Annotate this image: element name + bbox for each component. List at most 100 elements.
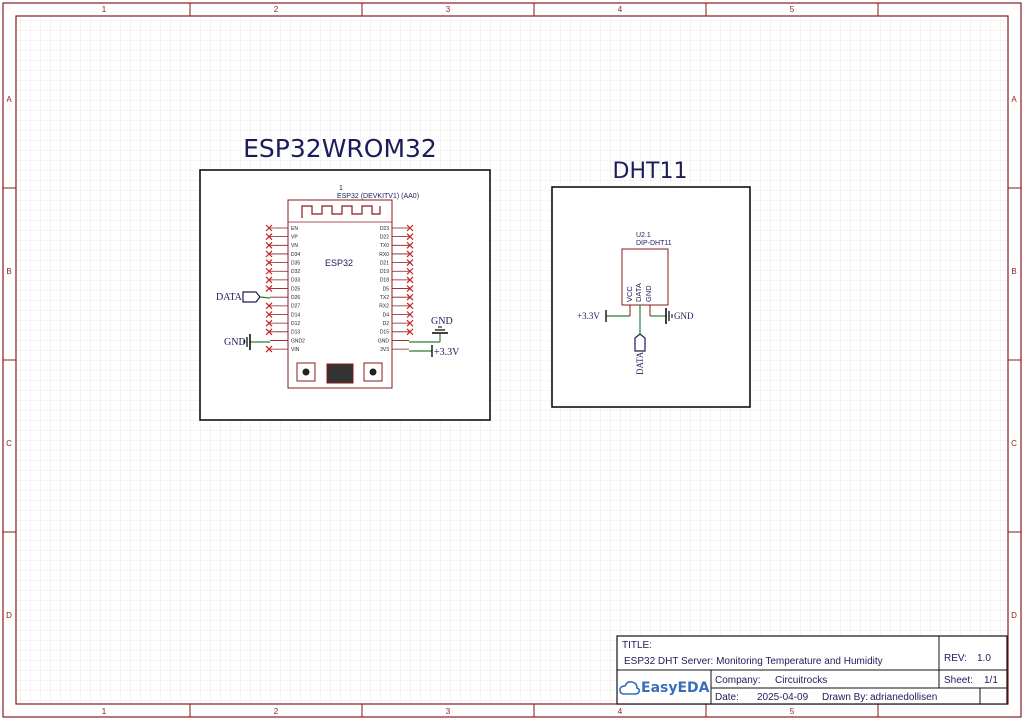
esp32-3v3-label: +3.3V xyxy=(434,347,460,358)
no-connect-mark xyxy=(265,241,273,249)
frame-column-label: 1 xyxy=(102,5,107,14)
drawing-title: ESP32 DHT Server: Monitoring Temperature… xyxy=(624,656,883,667)
esp32-block-title: ESP32WROM32 xyxy=(243,134,437,163)
esp32-gnd-left-symbol: GND xyxy=(224,334,270,350)
frame-row-label: C xyxy=(1011,439,1017,448)
dht11-data-net-flag: DATA xyxy=(634,305,646,375)
dht11-data-net-label: DATA xyxy=(635,351,645,375)
no-connect-mark xyxy=(406,267,414,275)
no-connect-mark xyxy=(406,302,414,310)
no-connect-mark xyxy=(406,311,414,318)
frame-row-label: D xyxy=(6,611,12,620)
esp32-left-pin-label: VP xyxy=(291,234,298,240)
esp32-left-pin-label: D25 xyxy=(291,286,300,292)
no-connect-mark xyxy=(406,233,414,241)
no-connect-mark xyxy=(265,345,273,353)
esp32-chip-label: ESP32 xyxy=(325,258,353,268)
no-connect-mark xyxy=(265,267,273,275)
dht11-block-title: DHT11 xyxy=(613,159,688,184)
date-label: Date: xyxy=(715,692,739,703)
sheet-value: 1/1 xyxy=(984,675,998,686)
esp32-left-pin-label: D27 xyxy=(291,304,300,310)
esp32-right-pin-label: TX2 xyxy=(380,295,389,301)
no-connect-mark xyxy=(406,250,414,258)
dht11-pin-vcc: VCC xyxy=(625,286,634,302)
esp32-right-pin-label: D23 xyxy=(380,226,389,232)
esp32-left-pin-label: D13 xyxy=(291,330,300,336)
rev-label: REV: xyxy=(944,653,967,664)
frame-row-label: B xyxy=(6,267,11,276)
esp32-module-body xyxy=(287,199,393,389)
frame-column-label: 3 xyxy=(446,707,451,716)
no-connect-mark xyxy=(406,328,414,336)
no-connect-mark xyxy=(406,285,414,292)
title-block: TITLE: ESP32 DHT Server: Monitoring Temp… xyxy=(616,635,1008,705)
esp32-left-pin-label: D34 xyxy=(291,252,300,258)
dht11-part-name: DIP-DHT11 xyxy=(636,240,672,247)
esp32-right-pin-label: D15 xyxy=(380,330,389,336)
frame-column-label: 4 xyxy=(618,707,623,716)
sheet-label: Sheet: xyxy=(944,675,973,686)
esp32-right-pin-label: 3V3 xyxy=(380,347,389,353)
dht11-block[interactable]: DHT11 U2.1 DIP-DHT11 VCC DATA GND +3.3V … xyxy=(551,159,751,408)
dht11-pin-gnd: GND xyxy=(644,285,653,302)
esp32-right-pin-label: D4 xyxy=(383,312,390,318)
dht11-gnd-symbol: GND xyxy=(649,305,694,324)
company-value: Circuitrocks xyxy=(775,675,827,686)
no-connect-mark xyxy=(406,224,414,232)
esp32-right-pin-label: D5 xyxy=(383,286,390,292)
esp32-left-pin-label: D35 xyxy=(291,260,300,266)
dht11-package xyxy=(621,248,669,306)
esp32-right-pin-label: D22 xyxy=(380,234,389,240)
no-connect-mark xyxy=(406,259,414,267)
no-connect-mark xyxy=(406,276,414,284)
esp32-right-pin-label: D21 xyxy=(380,260,389,266)
no-connect-mark xyxy=(265,285,273,292)
esp32-left-pin-label: D33 xyxy=(291,278,300,284)
dht11-ref: U2.1 xyxy=(636,232,651,239)
no-connect-mark xyxy=(265,233,273,241)
company-label: Company: xyxy=(715,675,761,686)
esp32-left-pin-label: D14 xyxy=(291,312,300,318)
esp32-gnd-right-symbol: GND xyxy=(409,316,453,343)
easyeda-logo: EasyEDA xyxy=(641,680,710,696)
esp32-right-pin-label: TX0 xyxy=(380,243,389,249)
esp32-right-pin-label: D18 xyxy=(380,278,389,284)
frame-column-label: 3 xyxy=(446,5,451,14)
esp32-right-pin-label: RX2 xyxy=(379,304,389,310)
esp32-right-pin-label: RX0 xyxy=(379,252,389,258)
title-label: TITLE: xyxy=(622,640,652,651)
frame-column-label: 5 xyxy=(790,707,795,716)
usb-connector xyxy=(326,363,354,384)
esp32-left-pin-label: VN xyxy=(291,243,298,249)
no-connect-mark xyxy=(265,259,273,267)
antenna-trace xyxy=(301,205,381,218)
frame-column-label: 5 xyxy=(790,5,795,14)
dht11-pin-data: DATA xyxy=(634,283,643,302)
no-connect-mark xyxy=(406,319,414,327)
frame-row-label: A xyxy=(1011,95,1017,104)
no-connect-mark xyxy=(265,224,273,232)
drawn-by-label: Drawn By: xyxy=(822,692,868,703)
esp32-right-pin-label: D2 xyxy=(383,321,390,327)
esp32-left-pin-label: D26 xyxy=(291,295,300,301)
no-connect-mark xyxy=(265,276,273,284)
drawn-by-value: adrianedollisen xyxy=(870,692,937,703)
esp32-block[interactable]: ESP32WROM32 1 ESP32 (DEVKITV1) (AA0) ESP… xyxy=(199,134,491,421)
esp32-left-pin-label: D32 xyxy=(291,269,300,275)
frame-row-label: B xyxy=(1011,267,1016,276)
dht11-3v3-label: +3.3V xyxy=(577,311,600,321)
no-connect-mark xyxy=(265,250,273,258)
esp32-data-net-flag: DATA xyxy=(216,291,271,303)
frame-column-label: 2 xyxy=(274,707,279,716)
frame-column-label: 2 xyxy=(274,5,279,14)
esp32-left-pin-label: GND2 xyxy=(291,338,305,344)
esp32-gnd-left-label: GND xyxy=(224,337,246,348)
esp32-right-pin-label: GND xyxy=(378,338,390,344)
esp32-data-net-label: DATA xyxy=(216,292,243,303)
dht11-gnd-label: GND xyxy=(674,311,694,321)
no-connect-mark xyxy=(265,311,273,318)
